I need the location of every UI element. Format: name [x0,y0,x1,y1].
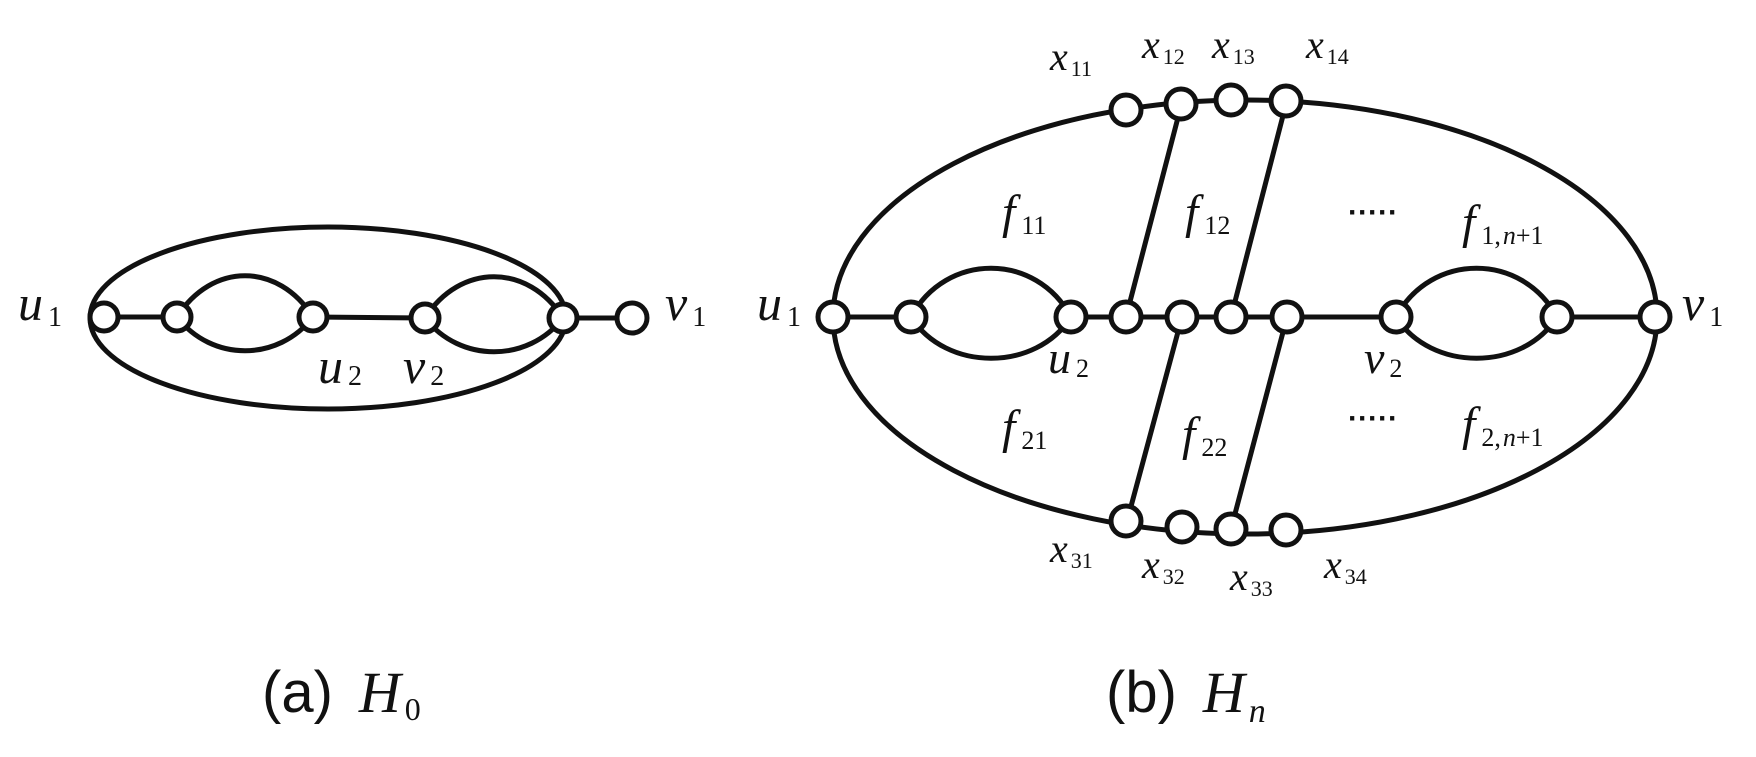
vertex-u2 [1053,299,1089,335]
vertex-v1 [614,300,650,336]
bubble-edge-upper [174,273,316,320]
rung-edge-x12 [1123,103,1184,320]
vertex [160,300,194,334]
bubble-edge-upper [422,274,566,321]
vertex [546,301,580,335]
vertex-v2 [408,301,442,335]
rung-edge-x14 [1228,101,1289,320]
bubble-edge-lower [908,314,1074,361]
vertex [1269,299,1305,335]
ellipsis-bottom: ····· [1348,402,1398,435]
vertex-u2 [296,300,330,334]
vertex-x31 [1108,503,1144,539]
vertex-u1 [815,299,851,335]
ellipsis-top: ····· [1348,196,1398,229]
vertex [1108,299,1144,335]
vertex-x14 [1268,83,1304,119]
vertex-x33 [1213,511,1249,547]
vertex-u1 [87,300,121,334]
rung-edge-x31 [1123,314,1185,528]
vertex-x32 [1164,509,1200,545]
edge-u2-v2 [310,314,428,321]
vertex [1539,299,1575,335]
bubble-edge-lower [422,315,566,355]
bubble-edge-upper [908,265,1074,320]
rung-edge-x33 [1228,314,1290,532]
bubble-edge-lower [1393,314,1560,361]
vertex-v2 [1378,299,1414,335]
vertex-x13 [1213,82,1249,118]
vertex [893,299,929,335]
vertex-x11 [1108,92,1144,128]
bubble-edge-upper [1393,265,1560,320]
bubble-edge-lower [174,314,316,354]
vertex-v1 [1637,299,1673,335]
vertex-x12 [1163,86,1199,122]
vertex [1164,299,1200,335]
vertex-x34 [1268,512,1304,548]
vertex [1213,299,1249,335]
